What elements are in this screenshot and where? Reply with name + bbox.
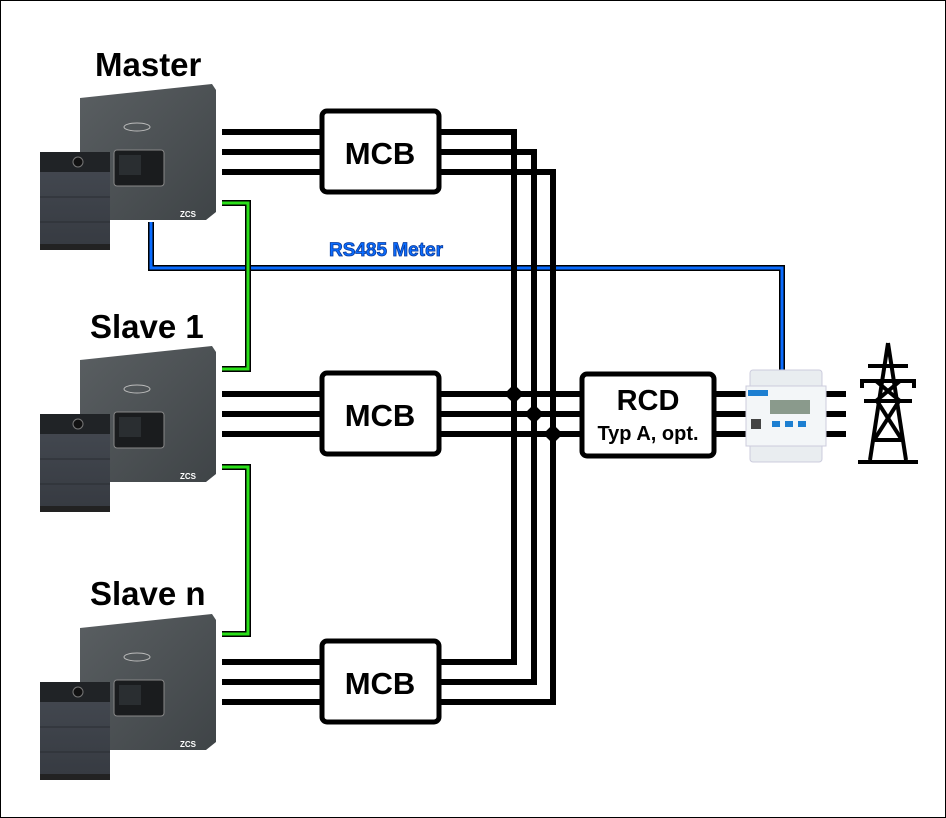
battery-power-button [72,418,84,430]
inverter-slave-1: ZCS [40,346,216,512]
inverter-master: ZCS [40,84,216,250]
inverter-slave-n: ZCS [40,614,216,780]
battery-power-button [72,686,84,698]
rs485-line [148,222,785,372]
mcb-2 [319,370,442,457]
rcd-label: RCD [617,385,680,417]
zcs-badge: ZCS [180,740,197,749]
meter-lcd [770,400,810,414]
parallel-link-slave1-slaven [222,464,251,637]
meter-button-esc [785,421,793,427]
azzurro-logo [123,652,151,662]
parallel-link-master-slave1 [222,200,251,372]
azzurro-logo [123,384,151,394]
junction-l2 [524,404,544,424]
zcs-badge: ZCS [180,472,197,481]
meter-button-ok [798,421,806,427]
azzurro-logo [123,122,151,132]
unit-title-master: Master [95,46,202,83]
mcb-1-label: MCB [345,136,416,171]
unit-title-slave-1: Slave 1 [90,308,204,345]
mcb-2-label: MCB [345,398,416,433]
meter-button-set [772,421,780,427]
power-pylon-icon [858,342,918,464]
meter-brand-plate [748,390,768,396]
display-screen [119,685,141,705]
unit-title-slave-n: Slave n [90,575,206,612]
junction-l1 [504,384,524,404]
display-screen [119,417,141,437]
rcd-box [579,371,717,459]
zcs-badge: ZCS [180,210,197,219]
meter-qr-code [751,419,761,429]
junction-l3 [543,424,563,444]
bus-junctions [504,384,563,444]
rs485-label: RS485 Meter [329,240,444,261]
mcb-3 [319,638,442,725]
battery-power-button [72,156,84,168]
rcd-sublabel: Typ A, opt. [597,423,698,445]
mcb-3-label: MCB [345,666,416,701]
display-screen [119,155,141,175]
mcb-1 [319,108,442,195]
ac-lines [222,129,846,705]
smart-meter [745,369,827,463]
